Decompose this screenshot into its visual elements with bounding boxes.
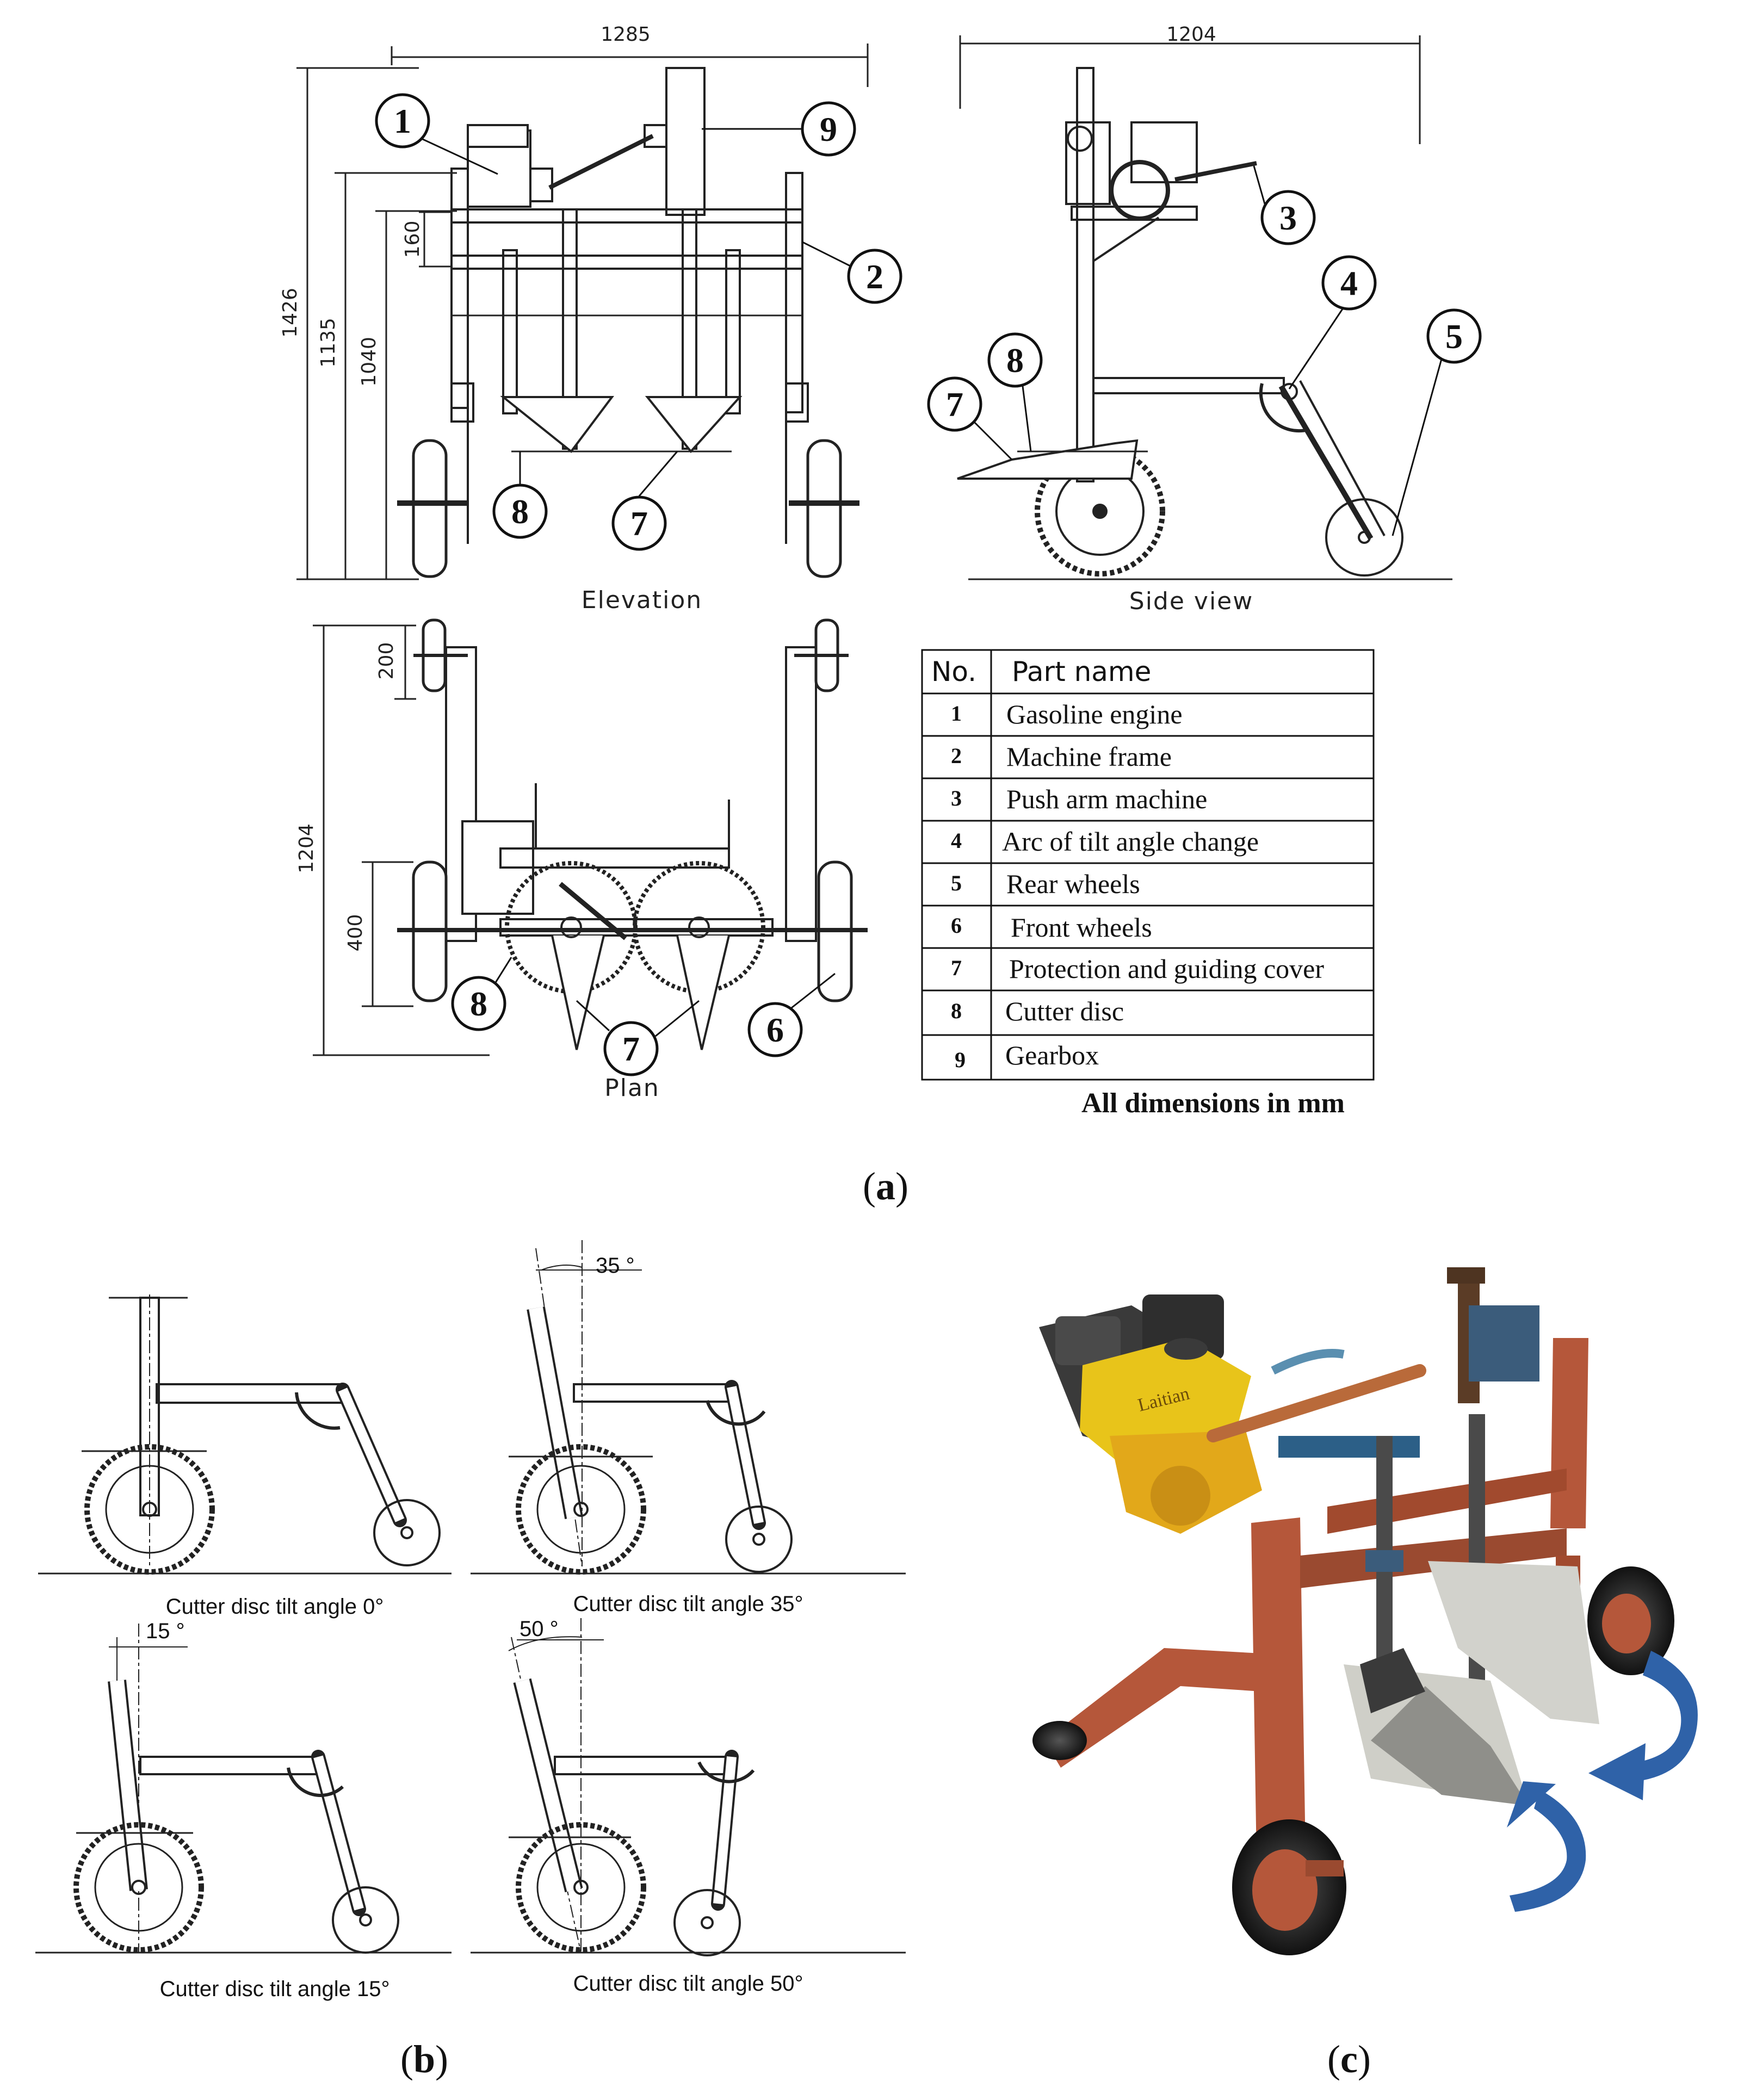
- callout-2: 2: [866, 257, 883, 296]
- tilt-diagram-0: [38, 1294, 452, 1575]
- callout-3: 3: [1279, 199, 1297, 237]
- callout-9: 9: [820, 110, 837, 148]
- table-row-1-name: Gasoline engine: [1006, 699, 1183, 729]
- side-view-title: Side view: [1129, 587, 1253, 615]
- panel-b-label: (b): [400, 2037, 448, 2081]
- table-row-3-no: 3: [951, 786, 962, 810]
- panel-c-label: (c): [1327, 2037, 1371, 2081]
- table-row-3-name: Push arm machine: [1006, 784, 1207, 814]
- table-row-2-name: Machine frame: [1006, 741, 1172, 772]
- table-row-4-name: Arc of tilt angle change: [1002, 826, 1259, 857]
- tilt-caption-0: Cutter disc tilt angle 0°: [166, 1595, 384, 1619]
- table-note: All dimensions in mm: [1081, 1088, 1345, 1119]
- callout-8-elevation: 8: [511, 492, 529, 531]
- callout-circles-side: [927, 190, 1482, 432]
- tilt-caption-15: Cutter disc tilt angle 15°: [160, 1977, 390, 2001]
- table-row-1-no: 1: [951, 701, 962, 726]
- tilt-caption-50: Cutter disc tilt angle 50°: [573, 1972, 803, 1996]
- tilt-diagram-50: [471, 1618, 906, 1956]
- parts-table-grid: [921, 649, 1375, 1081]
- tilt-diagram-15: [35, 1624, 452, 1954]
- machine-photo: Laitian: [1032, 1267, 1674, 1955]
- tilt-diagram-35: [471, 1240, 906, 1575]
- dim-elevation-width: 1285: [601, 23, 651, 46]
- table-row-6-no: 6: [951, 913, 962, 938]
- panel-a-label: (a): [863, 1164, 908, 1208]
- elevation-title: Elevation: [582, 586, 702, 614]
- table-header-no: No.: [931, 656, 976, 687]
- tilt-angle-label-35: 35 °: [596, 1254, 635, 1278]
- dim-elevation-height-disc: 1040: [358, 337, 380, 387]
- table-row-6-name: Front wheels: [1011, 912, 1152, 943]
- callout-1: 1: [394, 102, 411, 140]
- tilt-angle-label-50: 50 °: [520, 1617, 559, 1641]
- dim-side-length: 1204: [1166, 23, 1216, 46]
- table-header-part-name: Part name: [1012, 656, 1151, 687]
- table-row-5-no: 5: [951, 871, 962, 895]
- callout-7-plan: 7: [622, 1030, 640, 1068]
- callout-circles-plan: [451, 976, 803, 1076]
- tilt-caption-35: Cutter disc tilt angle 35°: [573, 1592, 803, 1616]
- table-row-7-no: 7: [951, 956, 962, 980]
- plan-drawing: [313, 618, 868, 1056]
- dim-elevation-height-total: 1426: [279, 288, 301, 338]
- callout-leaders-elevation: [421, 128, 852, 497]
- table-row-8-no: 8: [951, 999, 962, 1023]
- callout-7-side: 7: [946, 385, 963, 424]
- table-row-8-name: Cutter disc: [1005, 996, 1124, 1026]
- table-row-9-name: Gearbox: [1005, 1040, 1099, 1070]
- dim-elevation-gap: 160: [401, 221, 424, 258]
- callout-4: 4: [1340, 264, 1358, 302]
- dim-elevation-height-frame: 1135: [317, 318, 339, 368]
- callout-leaders-plan: [494, 957, 836, 1037]
- dim-plan-wheel: 200: [375, 642, 398, 680]
- tilt-angle-label-15: 15 °: [146, 1619, 185, 1643]
- dim-plan-depth: 1204: [295, 823, 318, 874]
- table-row-9-no: 9: [955, 1048, 966, 1072]
- callout-leaders-side: [973, 165, 1443, 536]
- callout-8-side: 8: [1006, 341, 1024, 380]
- table-row-5-name: Rear wheels: [1006, 869, 1140, 899]
- dim-plan-track: 400: [344, 914, 367, 952]
- elevation-drawing: [296, 44, 869, 580]
- table-row-2-no: 2: [951, 744, 962, 768]
- callout-circles-elevation: [375, 93, 902, 551]
- table-row-7-name: Protection and guiding cover: [1009, 953, 1324, 984]
- callout-7-elevation: 7: [630, 504, 648, 543]
- table-row-4-no: 4: [951, 828, 962, 853]
- plan-title: Plan: [604, 1074, 660, 1102]
- rotation-arrow-upper-icon: [1588, 1651, 1698, 1800]
- side-view-drawing: [957, 35, 1452, 580]
- rotation-arrow-lower-icon: [1507, 1781, 1586, 1912]
- callout-6: 6: [766, 1011, 784, 1049]
- callout-8-plan: 8: [470, 984, 487, 1023]
- callout-5: 5: [1445, 317, 1463, 356]
